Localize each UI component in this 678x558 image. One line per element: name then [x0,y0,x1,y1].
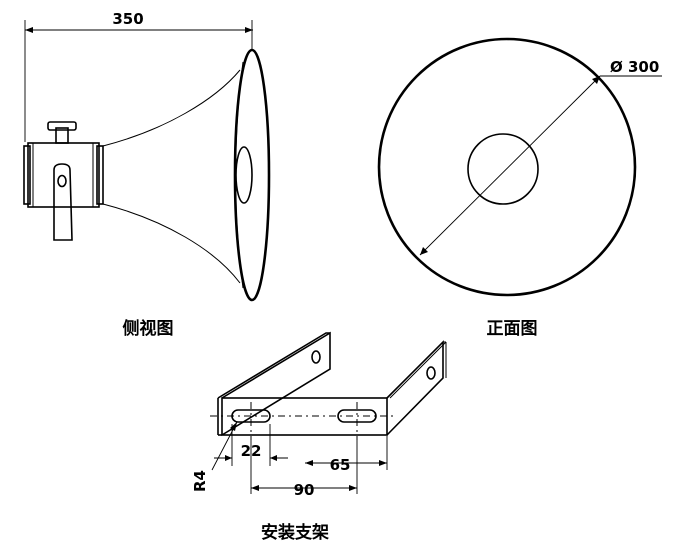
bracket-dimensions: 22 65 90 R4 [191,421,388,499]
front-view-caption: 正面图 [487,319,538,339]
front-view: Ø 300 [377,37,662,297]
right-wing-hole [426,366,436,380]
horn-flare [102,69,241,284]
side-view-caption: 侧视图 [123,318,174,339]
driver-body [23,142,104,208]
slot-length-label: 65 [330,456,351,474]
length-dimension-label: 350 [112,10,143,28]
slot-spacing-label: 90 [294,481,315,499]
side-bracket-arm [53,163,73,241]
length-dimension: 350 [24,10,253,142]
radius-label: R4 [191,470,209,492]
throat-circle [467,133,539,205]
diameter-dimension-label: Ø 300 [610,58,659,76]
bracket-caption: 安装支架 [261,522,329,543]
left-wing-hole [311,350,321,364]
horn-mouth [233,48,271,302]
terminal-knob [47,121,77,144]
slot-width-label: 22 [241,442,262,460]
mounting-bracket [210,331,447,440]
diameter-dimension: Ø 300 [419,58,662,256]
side-view: 350 [23,10,271,302]
horn-mouth-circle [377,37,637,297]
